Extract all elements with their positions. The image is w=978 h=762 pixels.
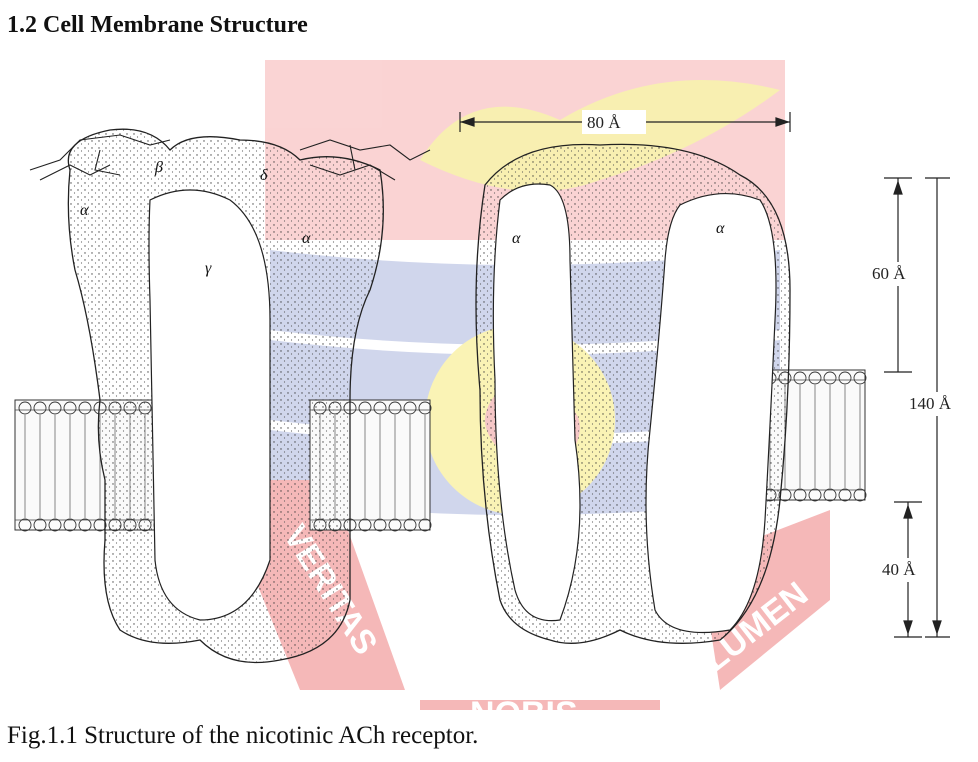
total-dimension-label: 140 Å [909,394,952,413]
acetylcholine-receptor-figure: VERITAS NOBIS LUMEN [0,60,978,710]
label-alpha-right-1: α [512,230,521,247]
section-heading: 1.2 Cell Membrane Structure [7,12,308,39]
lower-dimension-label: 40 Å [882,560,916,579]
watermark-bottom-text: NOBIS [470,695,578,710]
figure-caption: Fig.1.1 Structure of the nicotinic ACh r… [7,722,478,750]
upper-dimension-label: 60 Å [872,264,906,283]
gamma-subunit [149,190,270,620]
right-alpha-cavity-right [646,194,776,633]
width-dimension-label: 80 Å [587,113,621,132]
label-delta: δ [260,167,268,184]
label-alpha-right-2: α [716,220,725,237]
label-alpha-left: α [80,202,89,219]
receptor-cross-section: α α [476,144,790,643]
label-alpha-mid: α [302,230,311,247]
label-gamma: γ [205,260,212,277]
label-beta: β [154,159,163,176]
